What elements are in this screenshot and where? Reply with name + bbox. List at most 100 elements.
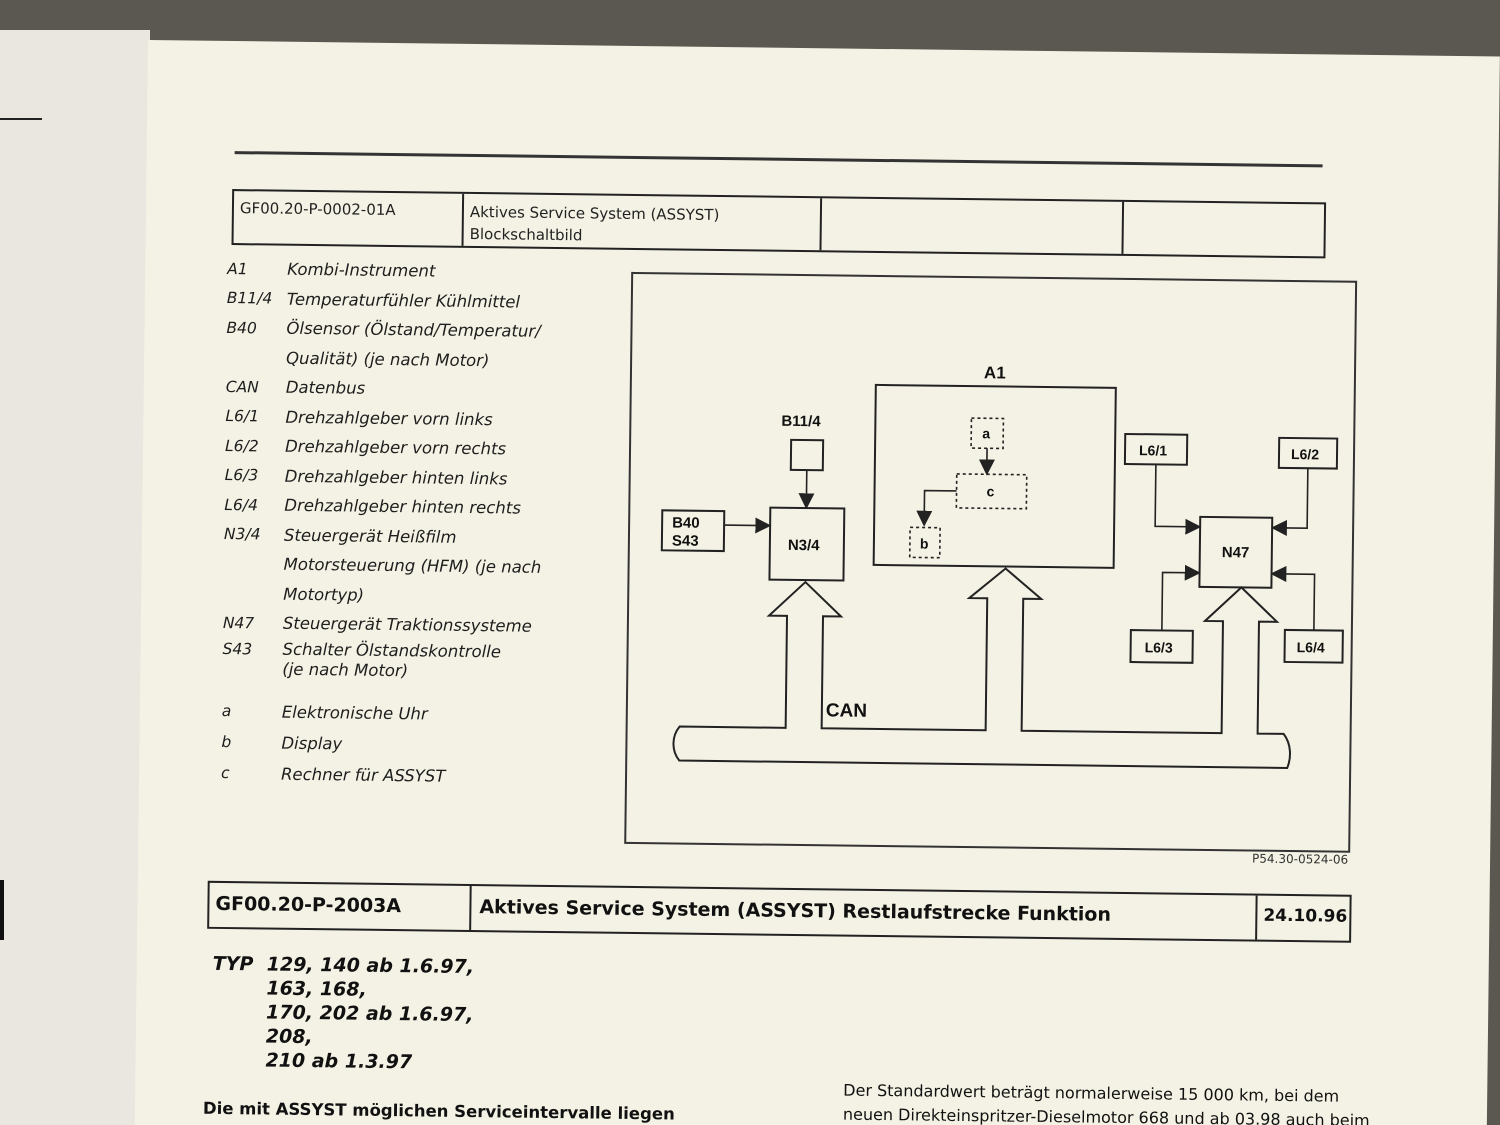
legend-key: L6/4 (224, 495, 259, 515)
legend-text: Kombi-Instrument (287, 259, 436, 281)
l6-2-label: L6/2 (1291, 446, 1319, 462)
n47-label: N47 (1222, 544, 1250, 561)
typ-line: 129, 140 ab 1.6.97, (266, 953, 475, 979)
typ-lines: 129, 140 ab 1.6.97, 163, 168, 170, 202 a… (265, 954, 474, 1077)
b40-label: B40 (672, 514, 700, 531)
n3-4-box (768, 506, 846, 582)
s43-label: S43 (672, 532, 699, 549)
legend-text: Motortyp) (283, 584, 365, 605)
typ-line: 163, 168, (266, 977, 367, 1001)
legend-text: Ölsensor (Ölstand/Temperatur/ (286, 318, 541, 342)
legend-text: Drehzahlgeber hinten links (284, 466, 508, 489)
legend-row: L6/3 Drehzahlgeber hinten links (225, 460, 605, 494)
left-page-rule (0, 118, 42, 120)
legend-sub-row: a Elektronische Uhr (222, 695, 602, 731)
can-bus (672, 567, 1291, 769)
legend-text: Motorsteuerung (HFM) (je nach (283, 554, 542, 578)
header-bottom: GF00.20-P-2003A Aktives Service System (… (207, 880, 1352, 943)
legend-key: N3/4 (223, 525, 261, 544)
legend-row: L6/4 Drehzahlgeber hinten rechts (224, 490, 604, 524)
legend-row: N47 Steuergerät Traktionssysteme (223, 608, 603, 642)
typ-line: 208, (265, 1025, 313, 1049)
legend-sub-text: Rechner für ASSYST (280, 764, 446, 786)
header-top-empty-cell-2 (1123, 202, 1324, 256)
legend-key: A1 (227, 259, 248, 278)
l6-4-label: L6/4 (1297, 639, 1325, 655)
c-label: c (986, 483, 994, 499)
legend-key: S43 (222, 639, 253, 658)
b40-s43-box (660, 509, 726, 553)
header-bottom-date: 24.10.96 (1263, 905, 1348, 927)
c-box (955, 473, 1028, 510)
legend-text: Qualität) (je nach Motor) (286, 348, 490, 370)
a1-label: A1 (984, 363, 1006, 382)
legend-row: Motortyp) (223, 578, 603, 612)
legend-text: Drehzahlgeber vorn rechts (284, 436, 507, 459)
manual-page: GF00.20-P-0002-01A Aktives Service Syste… (134, 40, 1500, 1125)
l6-4-to-n47-arrow (1270, 565, 1316, 631)
can-label: CAN (826, 700, 867, 722)
figure-code: P54.30-0524-06 (1251, 851, 1349, 867)
legend-sub-key: c (220, 763, 230, 783)
header-top: GF00.20-P-0002-01A Aktives Service Syste… (231, 189, 1327, 259)
footer-right-text: Der Standardwert beträgt normalerweise 1… (842, 1080, 1370, 1125)
legend-key (223, 593, 283, 594)
legend-sub-text: Elektronische Uhr (281, 702, 428, 723)
typ-line: 210 ab 1.3.97 (265, 1049, 413, 1074)
b40-to-n3-4-arrow (724, 517, 772, 534)
header-top-title-line2: Blockschaltbild (469, 224, 583, 245)
legend-key: B40 (226, 318, 257, 338)
typ-label: TYP (212, 952, 254, 976)
legend-key (226, 357, 286, 358)
legend-sub-row: c Rechner für ASSYST (221, 757, 601, 793)
n47-box (1198, 515, 1274, 589)
legend-text: Drehzahlgeber vorn links (285, 407, 493, 429)
legend-row: A1 Kombi-Instrument (227, 254, 607, 288)
legend-text: (je nach Motor) (282, 659, 409, 681)
legend-key: L6/3 (224, 466, 259, 485)
b11-4-box (789, 438, 825, 472)
legend-key: CAN (225, 377, 259, 397)
l6-2-to-n47-arrow (1270, 468, 1309, 536)
left-page-bar (0, 880, 4, 940)
legend-text: Drehzahlgeber hinten rechts (284, 495, 521, 518)
block-diagram: A1 a c b B11/4 B40 S43 N3/4 (624, 271, 1358, 853)
legend-key: B11/4 (226, 289, 273, 308)
legend-row: Motorsteuerung (HFM) (je nach (223, 549, 603, 583)
c-to-b-arrow (916, 489, 957, 527)
legend-sub-key: b (221, 732, 232, 752)
header-top-empty-cell (821, 198, 1125, 254)
legend-sub-key: a (221, 701, 232, 721)
b11-4-label: B11/4 (781, 413, 821, 430)
header-bottom-title: Aktives Service System (ASSYST) Restlauf… (471, 886, 1258, 940)
header-bottom-code: GF00.20-P-2003A (209, 882, 472, 931)
footer-left-text: Die mit ASSYST möglichen Serviceinterval… (202, 1098, 675, 1124)
legend-text: Datenbus (285, 377, 366, 398)
legend-key: N47 (222, 613, 255, 633)
a-label: a (982, 425, 990, 441)
legend-text: Steuergerät Traktionssysteme (282, 613, 532, 636)
a1-box (872, 383, 1117, 569)
typ-line: 170, 202 ab 1.6.97, (265, 1001, 474, 1027)
l6-3-to-n47-arrow (1161, 564, 1201, 631)
legend-key: L6/1 (225, 407, 260, 426)
l6-1-label: L6/1 (1139, 442, 1167, 458)
legend-key (224, 564, 284, 565)
l6-3-label: L6/3 (1145, 639, 1173, 655)
header-top-title: Aktives Service System (ASSYST) Blocksch… (463, 193, 823, 251)
n3-4-label: N3/4 (788, 537, 821, 554)
block-diagram-svg: A1 a c b B11/4 B40 S43 N3/4 (660, 363, 1344, 769)
top-rule (234, 151, 1323, 168)
legend-row: B40 Ölsensor (Ölstand/Temperatur/ (226, 313, 606, 347)
legend-row: L6/1 Drehzahlgeber vorn links (225, 401, 605, 435)
legend-key: L6/2 (224, 436, 259, 456)
legend-sub-row: b Display (221, 726, 601, 762)
legend-key (222, 668, 282, 669)
header-top-code: GF00.20-P-0002-01A (233, 191, 465, 246)
legend-sub-text: Display (281, 733, 343, 753)
typ-block: TYP 129, 140 ab 1.6.97, 163, 168, 170, 2… (211, 952, 475, 1077)
legend-row: Qualität) (je nach Motor) (226, 342, 606, 376)
